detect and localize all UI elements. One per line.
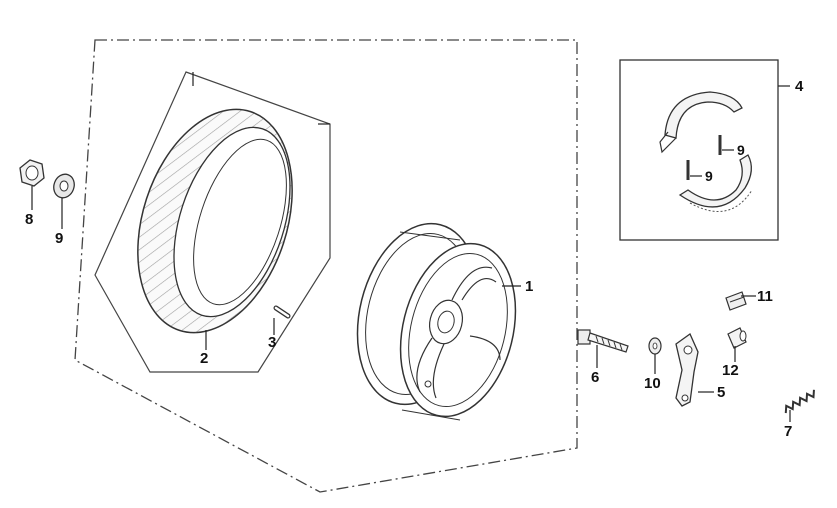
valve-icon <box>273 305 291 319</box>
brake-shoe-box <box>619 59 779 241</box>
callout-3: 3 <box>268 334 277 351</box>
callout-4: 4 <box>795 78 804 95</box>
bolt-icon <box>577 329 629 353</box>
nut-icon <box>19 159 45 187</box>
brake-arm-icon <box>675 333 699 407</box>
callout-7: 7 <box>784 423 793 440</box>
callout-1: 1 <box>525 278 534 295</box>
callout-8: 8 <box>25 211 34 228</box>
assembly-outline <box>74 39 578 493</box>
callout-9-shoe-upper: 9 <box>737 142 745 158</box>
callout-12: 12 <box>722 362 739 379</box>
washer-icon <box>53 173 75 199</box>
spring-icon <box>784 389 815 414</box>
callout-9-left: 9 <box>55 230 64 247</box>
callout-2: 2 <box>200 350 209 367</box>
collar-icon <box>727 327 747 349</box>
leader-lines <box>31 72 791 422</box>
callout-6: 6 <box>591 369 600 386</box>
cap-icon <box>725 291 747 311</box>
washer-icon <box>648 337 662 355</box>
wheel-rim-icon <box>356 222 517 421</box>
callout-9-shoe-lower: 9 <box>705 168 713 184</box>
callout-11: 11 <box>757 288 773 305</box>
callout-5: 5 <box>717 384 726 401</box>
callout-10: 10 <box>644 375 661 392</box>
tire-icon <box>137 108 293 334</box>
brake-shoe-set-icon <box>659 91 753 212</box>
